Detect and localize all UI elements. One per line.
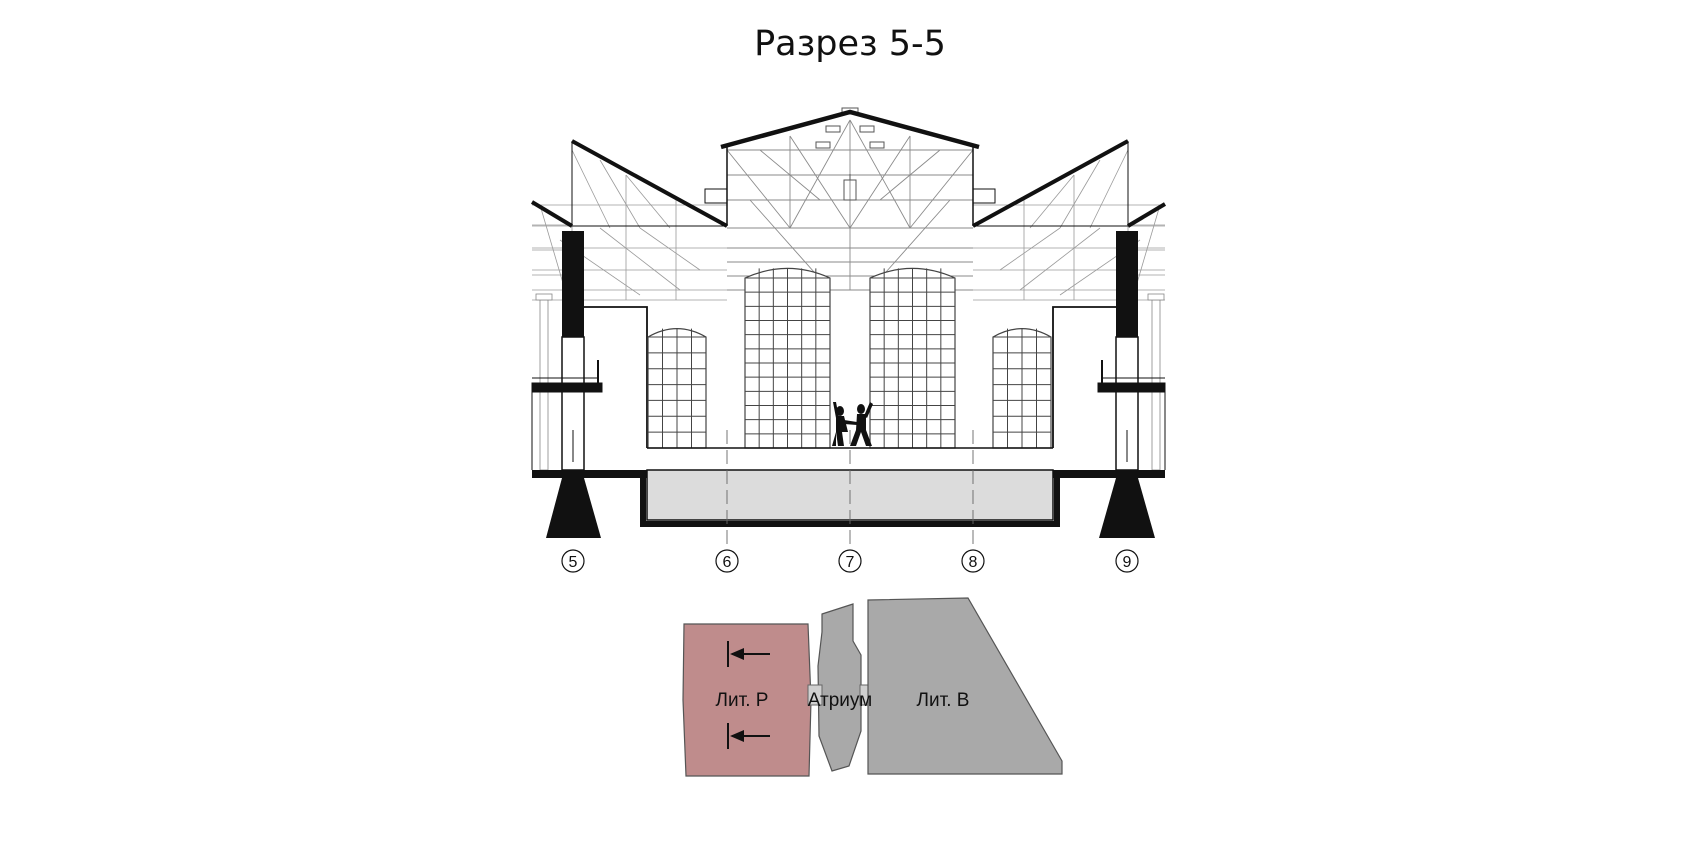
block-atrium bbox=[817, 603, 862, 772]
section-cut-marker bbox=[727, 641, 770, 749]
axis-marker-circle bbox=[961, 549, 985, 573]
axis-marker-circle bbox=[838, 549, 862, 573]
label-atrium: Атриум bbox=[808, 690, 873, 711]
outer-bay-truss bbox=[532, 204, 1165, 291]
drawing-title: Разрез 5-5 bbox=[754, 24, 946, 64]
block-lit-r bbox=[682, 623, 812, 777]
floor-slab bbox=[532, 447, 1165, 527]
window-grid bbox=[992, 328, 1052, 449]
right-column bbox=[1115, 231, 1165, 471]
roof-outline bbox=[530, 109, 1167, 228]
block-lit-v bbox=[867, 597, 1063, 775]
left-column bbox=[535, 231, 585, 471]
arched-windows bbox=[647, 267, 1052, 449]
atrium-walls bbox=[584, 306, 1116, 448]
key-plan: Лит. Р Атриум Лит. В bbox=[682, 597, 1063, 777]
window-grid bbox=[869, 267, 956, 449]
axis-marker-label: 7 bbox=[846, 554, 855, 571]
foundations bbox=[546, 478, 1155, 538]
central-roof-truss bbox=[726, 119, 974, 291]
window-grid bbox=[647, 328, 707, 449]
axis-marker-label: 8 bbox=[969, 554, 978, 571]
right-balcony bbox=[1097, 360, 1166, 470]
window-grid bbox=[744, 267, 831, 449]
left-balcony bbox=[531, 360, 603, 470]
dancers-figure bbox=[832, 402, 873, 446]
axis-marker-label: 6 bbox=[723, 554, 732, 571]
label-lit-v: Лит. В bbox=[917, 690, 970, 711]
label-lit-r: Лит. Р bbox=[716, 690, 769, 711]
roof-lantern bbox=[815, 107, 885, 201]
axis-marker-circle bbox=[715, 549, 739, 573]
axis-marker-circle bbox=[1115, 549, 1139, 573]
axis-markers: 5 6 7 8 9 bbox=[561, 549, 1139, 573]
axis-marker-circle bbox=[561, 549, 585, 573]
axis-marker-label: 9 bbox=[1123, 554, 1132, 571]
axis-marker-label: 5 bbox=[569, 554, 578, 571]
